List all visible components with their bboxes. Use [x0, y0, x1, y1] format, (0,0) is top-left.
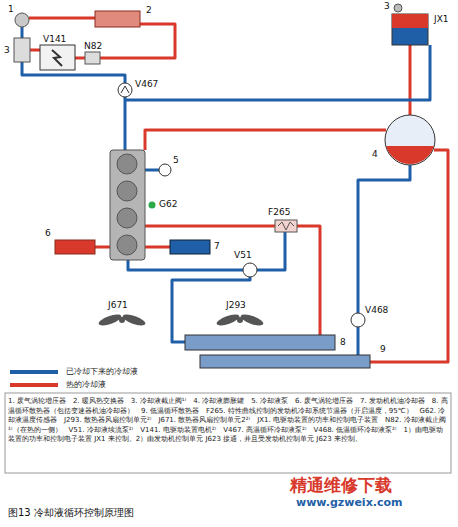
shutoff-valve — [14, 38, 30, 62]
legend-swatch — [10, 383, 58, 387]
pipe — [145, 225, 275, 228]
callout-label: N82 — [84, 41, 102, 51]
callout-label: 7 — [214, 241, 220, 251]
pipe — [172, 277, 250, 342]
pipe — [257, 232, 285, 270]
cooled-pipes — [22, 27, 430, 355]
callout-label: V468 — [365, 305, 388, 315]
callout-label: 2 — [146, 5, 152, 15]
legend-text-block: 1. 废气涡轮增压器 2. 暖风热交换器 3. 冷却液截止阀¹⁾ 4. 冷却液膨… — [8, 397, 448, 445]
engine-block — [110, 150, 145, 260]
pump-symbol — [351, 313, 365, 327]
callout-label: J293 — [226, 300, 246, 310]
heat-exchanger — [95, 11, 140, 27]
figure-caption: 图13 冷却液循环控制原理图 — [8, 507, 134, 519]
watermark: www.gzweix.com — [296, 496, 402, 509]
cylinders — [117, 154, 137, 255]
turbocharger — [15, 13, 29, 27]
callout-label: 8 — [340, 337, 346, 347]
shutoff-valve — [394, 4, 402, 12]
pipe — [145, 169, 159, 172]
power-electronics — [392, 14, 428, 45]
pump-symbol — [118, 83, 132, 97]
callout-label: V467 — [135, 79, 158, 89]
electric-motor — [40, 45, 75, 70]
shutoff-valve — [85, 52, 100, 64]
legend-item: 已冷却下来的冷却液 — [10, 367, 138, 376]
pipes — [22, 18, 448, 362]
expansion-tank — [385, 115, 435, 165]
hot-pipes — [29, 18, 448, 362]
watermark: 精通维修下载 — [290, 475, 392, 495]
pipe — [409, 45, 412, 115]
callout-label: G62 — [159, 199, 177, 209]
power-electronics — [392, 14, 428, 28]
oil-cooler — [170, 240, 210, 254]
callout-label: 4 — [372, 149, 378, 159]
callout-label: JX1 — [434, 14, 449, 24]
callout-label: J671 — [108, 300, 128, 310]
callout-label: 1 — [8, 4, 14, 14]
callout-label: 9 — [380, 344, 386, 354]
callout-label: 5 — [173, 155, 179, 165]
callout-label: V51 — [234, 250, 252, 260]
legend-text: 已冷却下来的冷却液 — [66, 367, 138, 376]
pipe — [29, 17, 95, 20]
legend-swatch — [10, 370, 58, 374]
thermostat — [275, 220, 297, 232]
radiator — [200, 355, 370, 368]
pump-symbol — [243, 263, 257, 277]
pipe — [370, 150, 448, 362]
legend-text: 热的冷却液 — [66, 380, 106, 389]
coolant-level — [386, 146, 434, 164]
motor-symbol — [52, 50, 62, 66]
pipe — [125, 45, 430, 100]
pipe — [100, 24, 175, 58]
pipe — [128, 260, 243, 270]
pipe — [297, 226, 320, 335]
pipe — [145, 130, 386, 150]
callout-label: 3 — [4, 45, 10, 55]
callout-label: F265 — [268, 207, 290, 217]
callout-label: 6 — [45, 228, 51, 238]
thermostat-symbol — [278, 222, 294, 230]
callout-label: V141 — [43, 34, 66, 44]
pump-symbol — [121, 86, 129, 93]
callout-label: 3 — [384, 1, 390, 11]
legend-item: 热的冷却液 — [10, 380, 106, 389]
temperature-sensor — [149, 202, 156, 209]
text-frame — [5, 393, 451, 473]
turbocharger — [55, 240, 95, 254]
radiator — [185, 335, 335, 350]
pipe — [124, 97, 127, 150]
fans — [97, 312, 264, 328]
pipe — [21, 27, 24, 38]
pump-symbol — [159, 164, 171, 176]
pipe — [358, 165, 410, 355]
